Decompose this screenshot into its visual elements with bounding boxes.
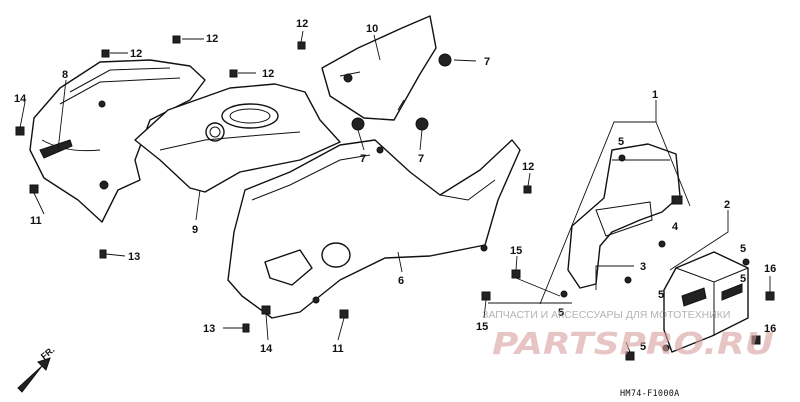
callout-14: 14 — [14, 93, 27, 105]
callout-1: 1 — [652, 89, 658, 101]
front-direction-arrow: FR. — [17, 345, 57, 393]
callout-4: 4 — [672, 221, 679, 233]
callout-5: 5 — [658, 289, 664, 301]
part-9-rear-fender-top — [134, 83, 341, 193]
screw-5e — [662, 344, 670, 352]
bolt-14b — [261, 305, 271, 315]
callout-12: 12 — [262, 68, 274, 80]
callout-3: 3 — [640, 261, 646, 273]
bolt-12e — [523, 185, 532, 194]
part-10-right-side-panel — [321, 15, 437, 121]
callout-13: 13 — [203, 323, 215, 335]
callout-9: 9 — [192, 224, 198, 236]
watermark: ЗАПЧАСТИ И АКСЕССУАРЫ ДЛЯ МОТОТЕХНИКИ PA… — [482, 309, 774, 362]
callout-7: 7 — [360, 153, 366, 165]
callout-16: 16 — [764, 323, 776, 335]
grommet-7b — [351, 117, 365, 131]
direction-label: FR. — [39, 345, 57, 362]
grommet-7a — [438, 53, 452, 67]
bolt-12c — [229, 69, 238, 78]
callout-5: 5 — [558, 307, 564, 319]
bolt-11b — [339, 309, 349, 319]
bolt-15b — [481, 291, 491, 301]
callout-10: 10 — [366, 23, 378, 35]
screw-5f — [560, 290, 568, 298]
bolt-12a — [172, 35, 181, 44]
screw-5b — [658, 240, 666, 248]
part-8-left-side-panel — [29, 59, 206, 223]
callout-6: 6 — [398, 275, 404, 287]
leader-lines — [19, 30, 771, 353]
part-6-rear-fender — [227, 139, 521, 319]
bolt-15a — [511, 269, 521, 279]
bolt-13b — [242, 323, 250, 333]
bolt-12d — [297, 41, 306, 50]
watermark-subtitle: ЗАПЧАСТИ И АКСЕССУАРЫ ДЛЯ МОТОТЕХНИКИ — [482, 309, 730, 321]
callout-13: 13 — [128, 251, 140, 263]
screw-5d — [624, 276, 632, 284]
callout-12: 12 — [296, 18, 308, 30]
callout-15: 15 — [476, 321, 488, 333]
diagram-code: HM74-F1000A — [620, 389, 680, 399]
part-2-electrical-box — [663, 251, 749, 353]
watermark-logo: PARTSPRO.RU — [492, 327, 774, 362]
callout-5: 5 — [740, 243, 746, 255]
callout-labels: 1 2 3 4 5 5 5 5 5 5 6 7 7 7 8 9 10 11 11… — [14, 18, 776, 355]
bolt-14a — [15, 126, 25, 136]
bolt-16b — [751, 335, 761, 345]
callout-7: 7 — [418, 153, 424, 165]
callout-8: 8 — [62, 69, 68, 81]
screw-5a — [618, 154, 626, 162]
bolt-16a — [765, 291, 775, 301]
callout-7: 7 — [484, 56, 490, 68]
callout-5: 5 — [640, 341, 646, 353]
bolt-13a — [99, 249, 107, 259]
part-1-cover-bracket — [567, 143, 681, 289]
callout-5: 5 — [740, 273, 746, 285]
bolt-12b — [101, 49, 110, 58]
callout-11: 11 — [30, 215, 42, 227]
callout-15: 15 — [510, 245, 522, 257]
grommet-7c — [415, 117, 429, 131]
callout-2: 2 — [724, 199, 730, 211]
bolt-11a — [29, 184, 39, 194]
callout-12: 12 — [130, 48, 142, 60]
screw-5c — [742, 258, 750, 266]
callout-14: 14 — [260, 343, 273, 355]
callout-12: 12 — [522, 161, 534, 173]
callout-5: 5 — [618, 136, 624, 148]
callout-16: 16 — [764, 263, 776, 275]
clip-4 — [671, 195, 683, 205]
callout-11: 11 — [332, 343, 344, 355]
callout-12: 12 — [206, 33, 218, 45]
